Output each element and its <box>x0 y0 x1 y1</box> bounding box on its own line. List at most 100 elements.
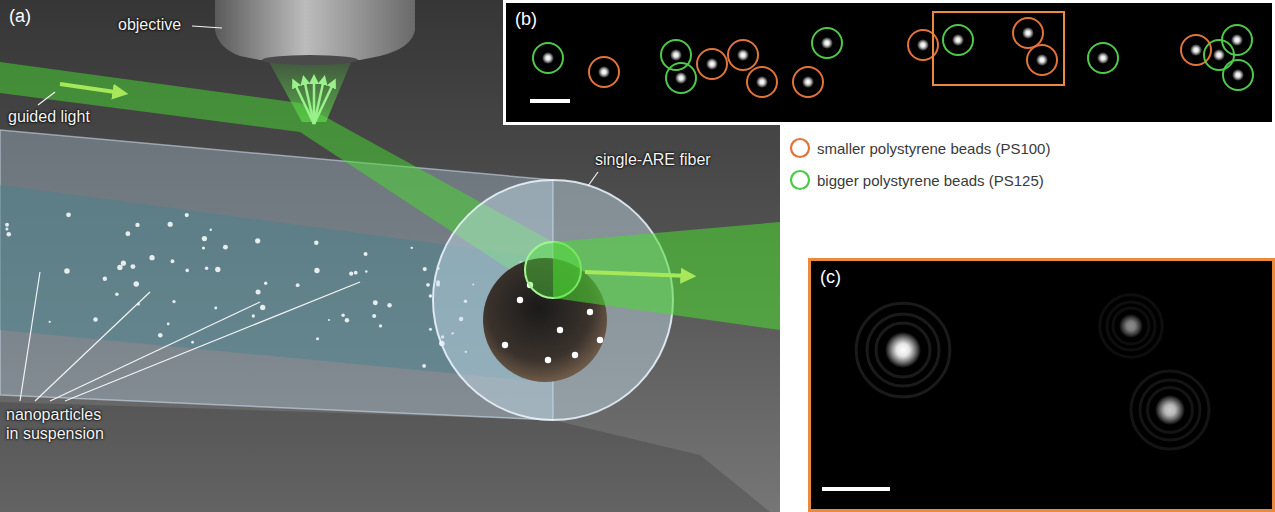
nanoparticle <box>103 276 107 280</box>
nanoparticle <box>517 297 523 303</box>
legend-entry: bigger polystyrene beads (PS125) <box>789 169 1044 191</box>
nanoparticle <box>172 300 175 303</box>
nanoparticle <box>167 322 170 325</box>
nanoparticle <box>557 327 563 333</box>
panel-letter: (c) <box>811 261 850 294</box>
legend-entry: smaller polystyrene beads (PS100) <box>789 137 1050 159</box>
nanoparticle <box>93 317 98 322</box>
nanoparticle <box>255 238 260 243</box>
nanoparticle <box>387 303 392 308</box>
nanoparticle <box>341 314 344 317</box>
nanoparticle <box>572 352 578 358</box>
nanoparticle <box>316 337 319 340</box>
bead-marker <box>661 40 691 70</box>
bead-marker <box>533 43 563 73</box>
nanoparticle <box>260 305 265 310</box>
zoom-panel <box>808 258 1275 512</box>
nanoparticle <box>5 228 8 231</box>
legend-text: bigger polystyrene beads (PS125) <box>817 172 1044 189</box>
bead-image <box>856 303 950 397</box>
nanoparticle <box>49 321 51 323</box>
nanoparticle <box>426 283 430 287</box>
nanoparticle <box>354 271 358 275</box>
nanoparticle <box>214 306 217 309</box>
nanoparticle <box>252 314 255 317</box>
scale-bar <box>822 487 890 491</box>
nanoparticle <box>6 232 11 237</box>
nanoparticle <box>202 246 205 249</box>
nanoparticle <box>215 267 220 272</box>
nanoparticle <box>411 247 413 249</box>
nanoparticle <box>223 245 228 250</box>
nanoparticle <box>328 319 330 321</box>
nanoparticle <box>296 283 300 287</box>
nanoparticle <box>185 269 189 273</box>
zoom-box <box>933 12 1064 85</box>
particles-label: nanoparticles in suspension <box>6 405 118 443</box>
nanoparticle <box>130 264 135 269</box>
panel-letter: (b) <box>506 3 546 36</box>
output-beam <box>553 222 780 330</box>
nanoparticle <box>64 268 69 273</box>
panel: (c) <box>808 258 1275 512</box>
nanoparticle <box>373 300 378 305</box>
nanoparticle <box>158 333 163 338</box>
nanoparticle <box>135 223 139 227</box>
nanoparticle <box>256 289 261 294</box>
nanoparticle <box>125 231 130 236</box>
panel-letter: (a) <box>0 0 40 33</box>
legend-ground <box>780 125 1275 512</box>
scatter-arrows <box>294 78 334 124</box>
nanoparticle <box>191 341 194 344</box>
nanoparticle <box>349 272 353 276</box>
nanoparticle <box>134 281 140 287</box>
scale-bar <box>530 99 570 103</box>
bead-image <box>1100 295 1162 357</box>
nanoparticle <box>117 265 122 270</box>
bead-marker <box>728 40 758 70</box>
nanoparticle <box>379 324 382 327</box>
nanoparticle <box>202 236 207 241</box>
nanoparticle <box>423 267 427 271</box>
panel: (b) <box>503 0 1275 125</box>
nanoparticle <box>205 267 209 271</box>
legend-swatch <box>789 137 811 159</box>
legend-swatch <box>789 169 811 191</box>
nanoparticle <box>364 252 368 256</box>
nanoparticle <box>422 364 426 368</box>
nanoparticle <box>66 212 71 217</box>
nanoparticle <box>597 337 603 343</box>
nanoparticle <box>314 241 318 245</box>
bead-marker <box>1181 35 1211 65</box>
bead-image <box>1131 371 1209 449</box>
nanoparticle <box>149 255 154 260</box>
fiber-shadow <box>0 402 770 512</box>
nanoparticle <box>587 309 593 315</box>
bead-marker <box>747 67 777 97</box>
bead-marker <box>1027 45 1057 75</box>
nanoparticle <box>210 228 212 230</box>
beam-arrow <box>585 272 690 276</box>
bead-markers <box>533 18 1253 97</box>
objective-label: objective <box>118 15 181 34</box>
beam-arrow <box>60 84 122 93</box>
bead-marker <box>666 63 696 93</box>
nanoparticle <box>185 213 189 217</box>
bead-marker <box>943 25 973 55</box>
nanoparticle <box>345 318 349 322</box>
nanoparticle <box>372 314 376 318</box>
nanoparticle <box>121 261 126 266</box>
bead-marker <box>1222 25 1252 55</box>
bead-marker <box>812 28 842 58</box>
objective-tip <box>262 55 358 65</box>
nanoparticle <box>545 357 551 363</box>
nanoparticle <box>502 342 508 348</box>
bead-marker <box>1204 40 1234 70</box>
fiber-label: single-ARE fiber <box>595 150 711 169</box>
image-panel <box>503 0 1275 125</box>
bead-marker <box>1223 60 1253 90</box>
objective-lens <box>215 0 415 60</box>
legend-text: smaller polystyrene beads (PS100) <box>817 140 1050 157</box>
